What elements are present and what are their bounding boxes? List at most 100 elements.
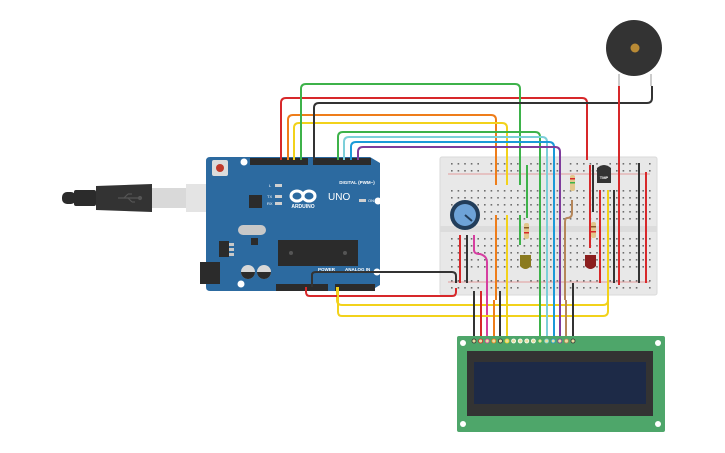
breadboard-hole[interactable]	[536, 245, 539, 247]
breadboard-hole[interactable]	[503, 259, 506, 261]
breadboard-hole[interactable]	[510, 252, 512, 254]
breadboard-hole[interactable]	[556, 197, 559, 199]
wire-cyan[interactable]	[343, 136, 548, 300]
breadboard-hole[interactable]	[451, 287, 453, 289]
breadboard-hole[interactable]	[576, 259, 578, 261]
breadboard-hole[interactable]	[616, 197, 618, 199]
breadboard-hole[interactable]	[543, 252, 545, 254]
breadboard-hole[interactable]	[477, 238, 479, 240]
breadboard-hole[interactable]	[517, 204, 519, 206]
breadboard-hole[interactable]	[464, 238, 466, 240]
breadboard-hole[interactable]	[510, 259, 512, 261]
breadboard-hole[interactable]	[451, 252, 453, 254]
resistor[interactable]	[591, 222, 596, 238]
breadboard-hole[interactable]	[470, 170, 473, 172]
breadboard-hole[interactable]	[543, 211, 545, 213]
breadboard-hole[interactable]	[596, 218, 598, 220]
breadboard-hole[interactable]	[457, 259, 460, 261]
breadboard-hole[interactable]	[510, 238, 512, 240]
breadboard-hole[interactable]	[490, 218, 493, 220]
breadboard-hole[interactable]	[576, 190, 578, 192]
breadboard-hole[interactable]	[616, 280, 618, 282]
breadboard-hole[interactable]	[649, 218, 651, 220]
breadboard-hole[interactable]	[510, 245, 512, 247]
breadboard-hole[interactable]	[536, 211, 539, 213]
breadboard-hole[interactable]	[596, 197, 598, 199]
breadboard-hole[interactable]	[609, 190, 611, 192]
breadboard-hole[interactable]	[464, 266, 466, 268]
breadboard-hole[interactable]	[629, 163, 631, 165]
breadboard-hole[interactable]	[451, 163, 453, 165]
lcd-pin-led[interactable]	[564, 338, 569, 344]
wire-purple[interactable]	[357, 146, 561, 300]
breadboard-hole[interactable]	[536, 204, 539, 206]
breadboard-hole[interactable]	[490, 211, 493, 213]
breadboard-hole[interactable]	[550, 211, 552, 213]
breadboard-hole[interactable]	[503, 266, 506, 268]
breadboard-hole[interactable]	[635, 287, 638, 289]
breadboard-hole[interactable]	[583, 218, 585, 220]
breadboard-hole[interactable]	[451, 238, 453, 240]
breadboard-hole[interactable]	[622, 280, 625, 282]
breadboard-hole[interactable]	[497, 266, 499, 268]
breadboard-hole[interactable]	[622, 287, 625, 289]
breadboard-hole[interactable]	[622, 163, 625, 165]
breadboard-hole[interactable]	[484, 266, 486, 268]
breadboard-hole[interactable]	[609, 211, 611, 213]
wire-green[interactable]	[300, 83, 521, 185]
breadboard-hole[interactable]	[583, 280, 585, 282]
breadboard-hole[interactable]	[510, 204, 512, 206]
breadboard-hole[interactable]	[602, 204, 605, 206]
breadboard-hole[interactable]	[530, 190, 532, 192]
breadboard-hole[interactable]	[616, 266, 618, 268]
breadboard-hole[interactable]	[523, 252, 526, 254]
breadboard-hole[interactable]	[596, 287, 598, 289]
breadboard-hole[interactable]	[642, 190, 644, 192]
breadboard-hole[interactable]	[523, 211, 526, 213]
breadboard-hole[interactable]	[609, 245, 611, 247]
breadboard-hole[interactable]	[477, 170, 479, 172]
wire-black[interactable]	[311, 271, 457, 287]
breadboard-hole[interactable]	[543, 163, 545, 165]
breadboard-hole[interactable]	[517, 280, 519, 282]
breadboard-hole[interactable]	[622, 197, 625, 199]
breadboard-hole[interactable]	[470, 197, 473, 199]
breadboard-hole[interactable]	[543, 238, 545, 240]
breadboard-hole[interactable]	[490, 163, 493, 165]
breadboard-hole[interactable]	[576, 218, 578, 220]
breadboard-hole[interactable]	[477, 245, 479, 247]
breadboard-hole[interactable]	[530, 211, 532, 213]
wire-yellow[interactable]	[293, 122, 508, 185]
breadboard-hole[interactable]	[510, 170, 512, 172]
breadboard-hole[interactable]	[503, 280, 506, 282]
breadboard-hole[interactable]	[543, 190, 545, 192]
resistor[interactable]	[524, 223, 529, 239]
breadboard-hole[interactable]	[490, 238, 493, 240]
breadboard-hole[interactable]	[635, 163, 638, 165]
breadboard-hole[interactable]	[556, 218, 559, 220]
breadboard-hole[interactable]	[563, 211, 565, 213]
breadboard-hole[interactable]	[523, 190, 526, 192]
breadboard-hole[interactable]	[622, 190, 625, 192]
breadboard-hole[interactable]	[635, 211, 638, 213]
breadboard-hole[interactable]	[649, 204, 651, 206]
breadboard-hole[interactable]	[536, 280, 539, 282]
piezo-buzzer[interactable]	[606, 20, 662, 86]
breadboard-hole[interactable]	[490, 259, 493, 261]
breadboard-hole[interactable]	[629, 190, 631, 192]
breadboard-hole[interactable]	[629, 204, 631, 206]
breadboard-hole[interactable]	[490, 245, 493, 247]
breadboard-hole[interactable]	[576, 170, 578, 172]
lcd-16x2[interactable]	[457, 336, 665, 432]
breadboard-hole[interactable]	[576, 197, 578, 199]
breadboard-hole[interactable]	[576, 238, 578, 240]
breadboard-hole[interactable]	[622, 238, 625, 240]
breadboard-hole[interactable]	[563, 218, 565, 220]
breadboard-hole[interactable]	[503, 287, 506, 289]
breadboard-hole[interactable]	[517, 197, 519, 199]
breadboard-hole[interactable]	[583, 211, 585, 213]
breadboard-hole[interactable]	[609, 280, 611, 282]
breadboard-hole[interactable]	[484, 252, 486, 254]
breadboard-hole[interactable]	[550, 252, 552, 254]
breadboard-hole[interactable]	[464, 197, 466, 199]
